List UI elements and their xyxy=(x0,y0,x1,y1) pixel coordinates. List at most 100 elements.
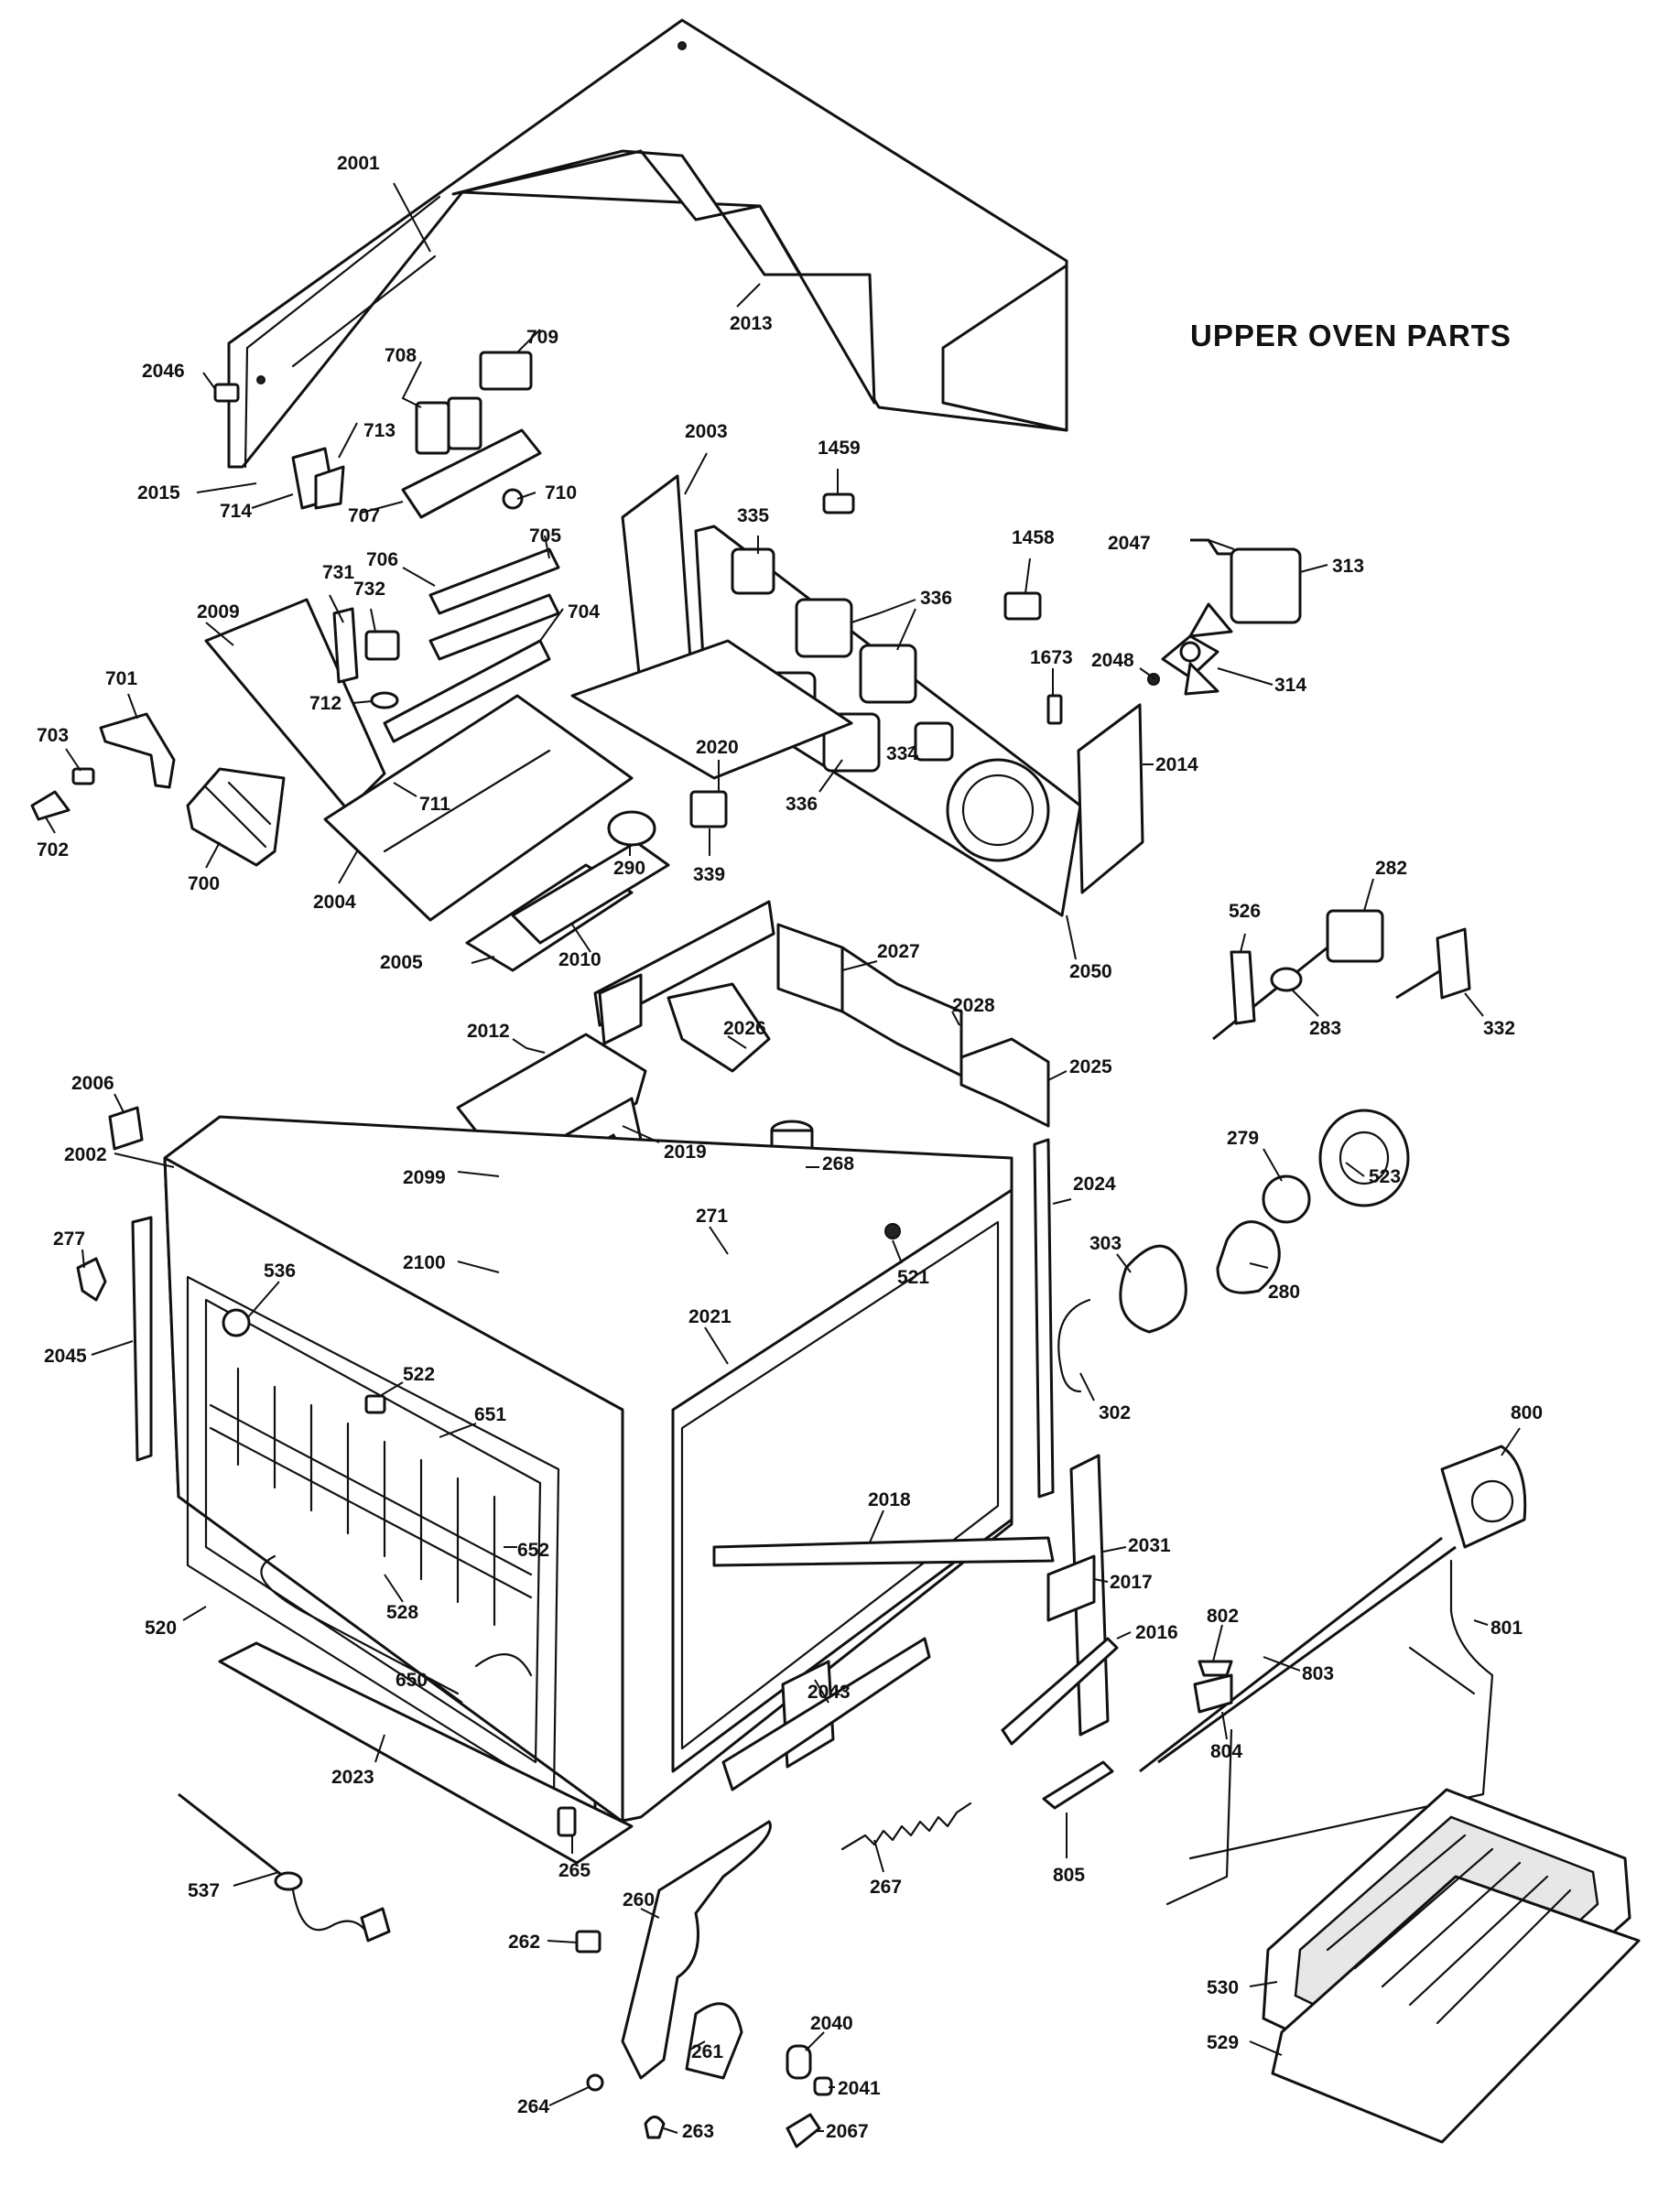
callout-label: 332 xyxy=(1483,1018,1515,1039)
callout-label: 2015 xyxy=(137,482,180,503)
callout-label: 652 xyxy=(517,1540,549,1561)
callout-label: 530 xyxy=(1207,1977,1239,1998)
callout-label: 2016 xyxy=(1135,1622,1178,1643)
callout-label: 805 xyxy=(1053,1865,1085,1886)
callout-label: 2025 xyxy=(1069,1056,1112,1077)
callout-label: 651 xyxy=(474,1404,506,1425)
spring-drawing xyxy=(840,1802,972,1851)
bracket-701-drawing xyxy=(99,712,176,789)
callout-label: 303 xyxy=(1089,1233,1122,1254)
callout-label: 2100 xyxy=(403,1252,446,1273)
callout-label: 2099 xyxy=(403,1167,446,1188)
callout-label: 283 xyxy=(1309,1018,1341,1039)
callout-label: 282 xyxy=(1375,858,1407,879)
oven-cavity-drawing xyxy=(163,1115,1055,1865)
part-265-drawing xyxy=(557,1806,577,1837)
callout-label: 279 xyxy=(1227,1128,1259,1149)
part-drawings xyxy=(30,18,1641,2148)
switch-bracket-drawing xyxy=(291,351,542,519)
callout-label: 1459 xyxy=(818,438,861,459)
relay-panel-drawing xyxy=(694,525,1082,917)
part-521-drawing xyxy=(884,1223,901,1239)
callout-label: 336 xyxy=(920,588,952,609)
callout-label: 706 xyxy=(366,549,398,570)
callout-label: 277 xyxy=(53,1228,85,1250)
top-cover-drawing xyxy=(227,18,1068,469)
hinge-drawing xyxy=(575,1820,772,2139)
callout-label: 1458 xyxy=(1012,527,1055,548)
callout-label: 712 xyxy=(309,693,341,714)
callout-label: 261 xyxy=(691,2041,723,2062)
part-2067-drawing xyxy=(786,2113,821,2148)
callout-label: 2023 xyxy=(331,1767,374,1788)
callout-label: 2003 xyxy=(685,421,728,442)
callout-label: 260 xyxy=(623,1889,655,1910)
callout-label: 334 xyxy=(886,743,918,764)
top-frame-drawing xyxy=(323,639,853,1045)
callout-label: 339 xyxy=(693,864,725,885)
callout-label: 2040 xyxy=(810,2013,853,2034)
callout-label: 731 xyxy=(322,562,354,583)
part-2040-drawing xyxy=(786,2044,812,2080)
callout-label: 520 xyxy=(145,1618,177,1639)
callout-label: 2045 xyxy=(44,1346,87,1367)
callout-label: 264 xyxy=(517,2096,549,2117)
callout-label: 708 xyxy=(385,345,417,366)
leader-lines xyxy=(45,182,1521,2134)
callout-label: 522 xyxy=(403,1364,435,1385)
callout-label: 2021 xyxy=(688,1306,732,1327)
mount-plate-drawing xyxy=(204,547,560,812)
callout-label: 536 xyxy=(264,1261,296,1282)
part-2006-drawing xyxy=(108,1106,144,1151)
part-703-drawing xyxy=(71,767,95,785)
part-1459-drawing xyxy=(822,492,855,514)
callout-label: 302 xyxy=(1099,1402,1131,1423)
callout-label: 2004 xyxy=(313,892,356,913)
callout-label: 711 xyxy=(419,794,450,815)
callout-label: 700 xyxy=(188,873,220,894)
callout-label: 2005 xyxy=(380,952,423,973)
broiler-pan-drawing xyxy=(1262,1788,1641,2144)
side-brackets-drawing xyxy=(776,923,1055,1499)
callout-label: 2050 xyxy=(1069,961,1112,982)
callout-label: 2002 xyxy=(64,1144,107,1165)
callout-label: 1673 xyxy=(1030,647,1073,668)
part-339-drawing xyxy=(689,790,728,828)
callout-label: 268 xyxy=(822,1153,854,1174)
side-trim-drawing xyxy=(131,1216,153,1462)
callout-label: 521 xyxy=(897,1267,929,1288)
rotisserie-drawing xyxy=(1042,1445,1527,1906)
cover-plate-drawing xyxy=(1077,703,1144,894)
callout-label: 2047 xyxy=(1108,533,1151,554)
callout-label: 702 xyxy=(37,839,69,860)
callout-label: 704 xyxy=(568,601,600,622)
callout-label: 2024 xyxy=(1073,1174,1116,1195)
callout-label: 705 xyxy=(529,525,561,547)
callout-label: 2001 xyxy=(337,153,380,174)
fan-motor-drawing xyxy=(1147,538,1302,696)
callout-label: 336 xyxy=(786,794,818,815)
lamp-parts-drawing xyxy=(1057,1109,1410,1393)
part-1458-drawing xyxy=(1003,591,1042,621)
callout-label: 2048 xyxy=(1091,650,1134,671)
callout-label: 2028 xyxy=(952,995,995,1016)
callout-label: 2017 xyxy=(1110,1572,1153,1593)
callout-label: 802 xyxy=(1207,1606,1239,1627)
callout-label: 2031 xyxy=(1128,1535,1171,1556)
clip-2046-drawing xyxy=(213,383,240,403)
callout-label: 265 xyxy=(558,1860,591,1881)
callout-label: 800 xyxy=(1511,1402,1543,1423)
callout-label: 263 xyxy=(682,2121,714,2142)
callout-label: 703 xyxy=(37,725,69,746)
callout-label: 2010 xyxy=(558,949,602,970)
callout-label: 2027 xyxy=(877,941,920,962)
callout-label: 2013 xyxy=(730,313,773,334)
callout-label: 732 xyxy=(353,579,385,600)
callout-label: 314 xyxy=(1274,675,1306,696)
callout-label: 2012 xyxy=(467,1021,510,1042)
thermostat-drawing xyxy=(186,767,286,867)
callout-label: 2014 xyxy=(1155,754,1198,775)
callout-labels: 2001 2013 2046 709 708 713 2015 714 707 … xyxy=(37,153,1543,2142)
callout-label: 529 xyxy=(1207,2032,1239,2053)
